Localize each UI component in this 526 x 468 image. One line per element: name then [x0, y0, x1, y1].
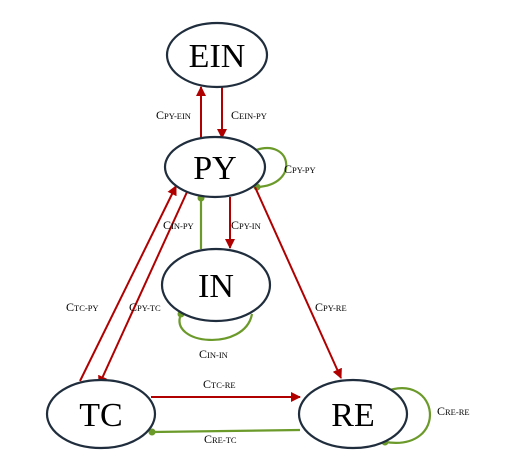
edge-re-to-tc: [151, 428, 301, 434]
edge-py-to-re: [254, 186, 342, 379]
node-re: RE: [297, 378, 409, 450]
label-in-py: CIN-PY: [163, 218, 194, 232]
edge-re-to-tc-dot: [148, 428, 156, 436]
edge-py-to-tc: [98, 191, 188, 386]
label-py-re: CPY-RE: [315, 300, 347, 314]
node-re-label: RE: [331, 397, 374, 434]
label-re-tc: CRE-TC: [204, 432, 237, 446]
label-py-ein: CPY-EIN: [156, 108, 191, 122]
node-in: IN: [160, 247, 272, 323]
node-ein-shape: [165, 21, 269, 89]
label-in-in: CIN-IN: [199, 347, 228, 361]
node-py: PY: [163, 135, 267, 199]
label-tc-py: CTC-PY: [66, 300, 99, 314]
label-py-in: CPY-IN: [231, 218, 261, 232]
node-in-shape: [160, 247, 272, 323]
edge-tc-to-py: [79, 185, 177, 382]
label-tc-re: CTC-RE: [203, 377, 236, 391]
node-tc-label: TC: [79, 397, 122, 434]
node-py-shape: [163, 135, 267, 199]
node-ein-label: EIN: [189, 38, 246, 75]
label-py-tc: CPY-TC: [129, 300, 161, 314]
edge-in-self-loop: [178, 313, 254, 342]
node-tc-shape: [45, 378, 157, 450]
label-re-re: CRE-RE: [437, 404, 470, 418]
node-ein: EIN: [165, 21, 269, 89]
edge-py-self-loop: [255, 147, 288, 189]
node-in-label: IN: [198, 268, 234, 305]
node-re-shape: [297, 378, 409, 450]
node-tc: TC: [45, 378, 157, 450]
node-py-label: PY: [193, 150, 236, 187]
edge-re-self-loop: [383, 387, 432, 444]
label-ein-py: CEIN-PY: [231, 108, 267, 122]
label-py-py: CPY-PY: [284, 162, 316, 176]
